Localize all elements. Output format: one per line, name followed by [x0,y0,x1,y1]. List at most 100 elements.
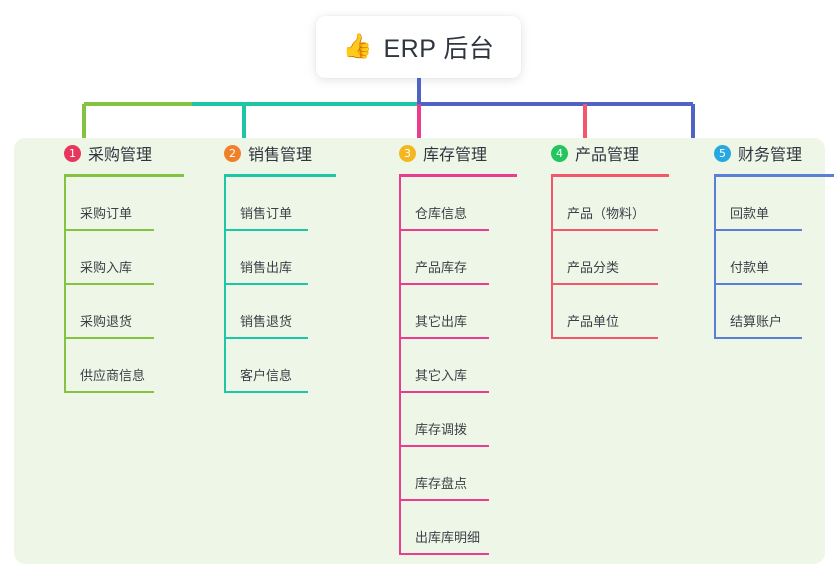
root-node[interactable]: 👍 ERP 后台 [316,16,521,78]
connector-stub-4 [583,104,587,140]
mindmap-panel: 1 采购管理采购订单采购入库采购退货供应商信息 2 销售管理销售订单销售出库销售退货… [14,138,834,564]
branch-item[interactable]: 结算账户 [716,285,835,339]
branch-item-underline [401,337,489,339]
branch-item-underline [553,337,658,339]
branch-item-underline [716,229,802,231]
branch-item-underline [401,445,489,447]
branch-column-1: 1 采购管理采购订单采购入库采购退货供应商信息 [40,138,190,393]
branch-item[interactable]: 库存盘点 [401,447,525,501]
branch-item-underline [226,229,308,231]
connector-stub-1 [82,104,86,140]
branch-item-underline [401,553,489,555]
branch-item[interactable]: 采购订单 [66,177,190,231]
branch-item[interactable]: 付款单 [716,231,835,285]
branch-badge-4: 4 [551,144,568,162]
branch-item-label: 采购订单 [80,206,133,221]
branch-header-1[interactable]: 1 采购管理 [40,138,190,168]
connector-trunk [417,78,421,104]
branch-badge-3: 3 [399,144,416,162]
branch-item-underline [226,391,308,393]
branch-item[interactable]: 其它出库 [401,285,525,339]
branch-spine-5: 回款单付款单结算账户 [714,177,835,339]
branch-title-1: 采购管理 [88,147,153,164]
branch-item-underline [226,337,308,339]
branch-item-label: 回款单 [730,206,770,221]
branch-item-underline [66,283,154,285]
branch-item[interactable]: 产品分类 [553,231,682,285]
branch-item-label: 产品分类 [567,260,620,275]
branch-spine-3: 仓库信息产品库存其它出库其它入库库存调拨库存盘点出库库明细 [399,177,525,555]
branch-item-underline [716,283,802,285]
branch-item-underline [553,283,658,285]
branch-underline-5 [714,174,834,177]
branch-item-underline [553,229,658,231]
branch-header-5[interactable]: 5 财务管理 [690,138,835,168]
branch-item-label: 出库库明细 [415,530,481,545]
branch-item[interactable]: 产品库存 [401,231,525,285]
branch-title-2: 销售管理 [248,147,313,164]
branch-column-4: 4 产品管理产品（物料） 产品分类产品单位 [527,138,682,339]
branch-item[interactable]: 产品（物料） [553,177,682,231]
branch-item-underline [401,391,489,393]
branch-item-underline [66,229,154,231]
branch-item-label: 采购入库 [80,260,133,275]
branch-spine-1: 采购订单采购入库采购退货供应商信息 [64,177,190,393]
branch-underline-4 [551,174,669,177]
branch-badge-5: 5 [714,144,731,162]
connector-bus-middle [192,102,419,106]
branch-item-label: 其它出库 [415,314,468,329]
branch-item-underline [401,229,489,231]
connector-stub-3 [417,104,421,140]
connector-bus-left [84,102,194,106]
branch-item-underline [226,283,308,285]
root-node-title: ERP 后台 [383,35,495,63]
branch-spine-2: 销售订单销售出库销售退货客户信息 [224,177,345,393]
branch-spine-4: 产品（物料） 产品分类产品单位 [551,177,682,339]
branch-item-label: 付款单 [730,260,770,275]
branch-item[interactable]: 出库库明细 [401,501,525,555]
connector-stub-5 [691,104,695,140]
branch-item[interactable]: 销售订单 [226,177,345,231]
branch-header-4[interactable]: 4 产品管理 [527,138,682,168]
branch-item-underline [716,337,802,339]
branch-item[interactable]: 采购入库 [66,231,190,285]
branch-item-label: 产品（物料） [567,206,646,221]
root-node-content: 👍 ERP 后台 [343,29,495,65]
branch-column-2: 2 销售管理销售订单销售出库销售退货客户信息 [200,138,345,393]
branch-item-label: 结算账户 [730,314,783,329]
branch-title-4: 产品管理 [575,147,640,164]
branch-title-3: 库存管理 [423,147,488,164]
branch-item-label: 库存盘点 [415,476,468,491]
branch-item[interactable]: 回款单 [716,177,835,231]
branch-underline-3 [399,174,517,177]
branch-item-label: 库存调拨 [415,422,468,437]
connector-bus-right [417,102,693,106]
branch-item[interactable]: 产品单位 [553,285,682,339]
branch-item-underline [66,337,154,339]
branch-badge-1: 1 [64,144,81,162]
branch-item[interactable]: 库存调拨 [401,393,525,447]
branch-header-2[interactable]: 2 销售管理 [200,138,345,168]
branch-item-label: 产品单位 [567,314,620,329]
branch-item-label: 产品库存 [415,260,468,275]
branch-item-label: 采购退货 [80,314,133,329]
branch-item-label: 销售出库 [240,260,293,275]
branch-item-label: 供应商信息 [80,368,146,383]
branch-item-label: 销售退货 [240,314,293,329]
branch-item[interactable]: 其它入库 [401,339,525,393]
branch-header-3[interactable]: 3 库存管理 [375,138,525,168]
branch-column-5: 5 财务管理回款单付款单结算账户 [690,138,835,339]
branch-item[interactable]: 供应商信息 [66,339,190,393]
branch-item[interactable]: 销售出库 [226,231,345,285]
thumbs-up-icon: 👍 [342,33,373,60]
branch-item-underline [401,283,489,285]
branch-underline-1 [64,174,184,177]
branch-title-5: 财务管理 [738,147,803,164]
branch-item[interactable]: 仓库信息 [401,177,525,231]
branch-item[interactable]: 客户信息 [226,339,345,393]
branch-item[interactable]: 采购退货 [66,285,190,339]
branch-underline-2 [224,174,336,177]
branch-badge-2: 2 [224,144,241,162]
branch-item[interactable]: 销售退货 [226,285,345,339]
